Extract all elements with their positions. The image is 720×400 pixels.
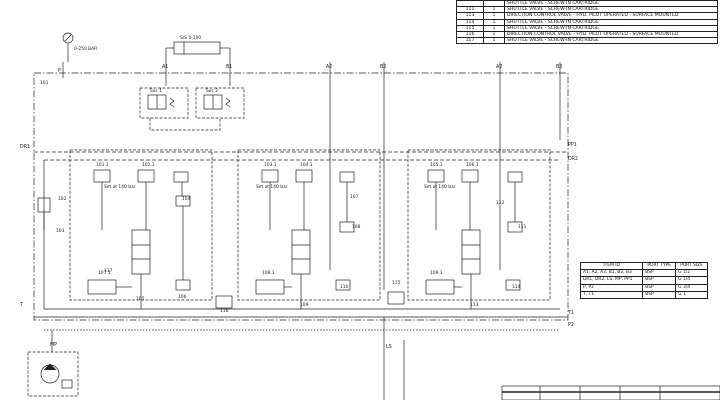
control-section-2 (237, 149, 381, 309)
title-block (501, 385, 720, 400)
table-row: T, T1 BSP G 1 (579, 290, 708, 300)
part-desc-cell: DIRECTION CONTROL VALVE - HYD. PILOT OPE… (504, 30, 718, 39)
port-t: T (19, 302, 23, 308)
port-b2: B2 (380, 64, 386, 70)
section-tag-7: 107.1 (98, 270, 111, 276)
port-pp1: PP1 (568, 142, 577, 148)
tag-117: 117 (104, 268, 113, 274)
tag-111: 111 (518, 224, 527, 230)
relief-label-sec2: Sec 2 (206, 88, 218, 94)
table-row: DR1, DR2, LS, MP, PP1 BSP G 1/4 (579, 276, 708, 285)
section-tag-5: 105.1 (430, 162, 443, 168)
port-type-cell: BSP (642, 276, 677, 285)
port-table-header-item: ITEM ID (579, 261, 644, 271)
section-tag-6: 106.1 (466, 162, 479, 168)
port-a1: A1 (162, 64, 168, 70)
port-b3: B3 (556, 64, 562, 70)
tag-102: 102 (58, 196, 67, 202)
manifold-boundary (33, 72, 569, 321)
port-b1: B1 (226, 64, 232, 70)
port-item-cell: T, T1 (579, 290, 644, 300)
tag-115: 115 (392, 280, 401, 286)
port-ls: LS (386, 344, 392, 350)
table-row: SHUTTLE VALVE - SCREW-IN CARTRIDGE (456, 0, 718, 8)
port-table: ITEM ID PORT TYPE PORT SIZE A1, A2, A3, … (579, 261, 708, 300)
port-size-cell: G 1/2 (675, 269, 708, 278)
tag-105: 105 (136, 296, 145, 302)
tag-106: 106 (178, 294, 187, 300)
port-a3: A3 (496, 64, 502, 70)
section-tag-3: 103.1 (264, 162, 277, 168)
port-size-cell: G 1 (675, 290, 708, 300)
tag-107: 107 (350, 194, 359, 200)
port-dr1: DR1 (20, 144, 30, 150)
relief-valve-sec1 (139, 87, 189, 119)
table-row: A1, A2, A3, B1, B2, B3 BSP G 1/2 (579, 269, 708, 278)
port-size-cell: G 3/4 (675, 283, 708, 292)
port-size-cell: G 1/4 (675, 276, 708, 285)
gauge-rating: 0-250 BAR (74, 46, 97, 52)
port-type-cell: BSP (642, 269, 677, 278)
section-tag-2: 102.1 (142, 162, 155, 168)
control-section-1 (69, 149, 213, 309)
port-p2: P2 (568, 322, 574, 328)
tag-103: 103 (56, 228, 65, 234)
port-a2: A2 (326, 64, 332, 70)
section-tag-4: 104.1 (300, 162, 313, 168)
port-dr2: DR2 (568, 156, 578, 162)
port-item-cell: P, P2 (579, 283, 644, 292)
section-tag-1: 101.1 (96, 162, 109, 168)
tag-104: 104 (182, 196, 191, 202)
setting-note-1: Set at 140 bar (104, 184, 136, 190)
tag-109: 109 (300, 302, 309, 308)
tag-114: 114 (512, 284, 521, 290)
section-tag-8: 108.1 (262, 270, 275, 276)
port-table-header-type: PORT TYPE (642, 261, 677, 271)
port-t1: T1 (567, 310, 574, 316)
part-desc-cell: SHUTTLE VALVE - SCREW-IN CARTRIDGE (504, 18, 718, 26)
port-item-cell: A1, A2, A3, B1, B2, B3 (579, 269, 644, 278)
tag-113: 113 (470, 302, 479, 308)
tag-101: 101 (40, 80, 49, 86)
cylinder-label: S/S 0-100 (180, 35, 201, 41)
part-desc-cell: DIRECTION CONTROL VALVE - HYD. PILOT OPE… (504, 12, 718, 20)
relief-valve-sec2 (195, 87, 245, 119)
port-type-cell: BSP (642, 283, 677, 292)
part-desc-cell: SHUTTLE VALVE - SCREW-IN CARTRIDGE (504, 0, 718, 8)
setting-note-2: Set at 140 bar (256, 184, 288, 190)
port-mp: MP (50, 342, 57, 348)
shuttle-valve-2 (387, 291, 405, 305)
part-desc-cell: SHUTTLE VALVE - SCREW-IN CARTRIDGE (504, 24, 718, 33)
port-type-cell: BSP (642, 290, 677, 300)
part-desc-cell: SHUTTLE VALVE - SCREW-IN CARTRIDGE (504, 37, 718, 45)
port-table-header-size: PORT SIZE (675, 261, 708, 271)
section-tag-9: 109.1 (430, 270, 443, 276)
port-p: P (58, 68, 61, 74)
tag-112: 112 (496, 200, 505, 206)
work-port-lines (62, 62, 561, 290)
port-item-cell: DR1, DR2, LS, MP, PP1 (579, 276, 644, 285)
pump-unit (27, 330, 79, 397)
cylinder (165, 41, 231, 62)
pressure-gauge (62, 32, 74, 62)
control-section-3 (407, 149, 551, 309)
relief-label-sec1: Sec 1 (150, 88, 162, 94)
setting-note-3: Set at 140 bar (424, 184, 456, 190)
part-item-cell: 117 (456, 37, 484, 45)
tag-108: 108 (352, 224, 361, 230)
tag-116: 116 (220, 308, 229, 314)
table-row: P, P2 BSP G 3/4 (579, 283, 708, 292)
tag-110: 110 (340, 284, 349, 290)
shuttle-valve-1 (215, 295, 233, 309)
part-qty-cell: 1 (483, 37, 505, 45)
